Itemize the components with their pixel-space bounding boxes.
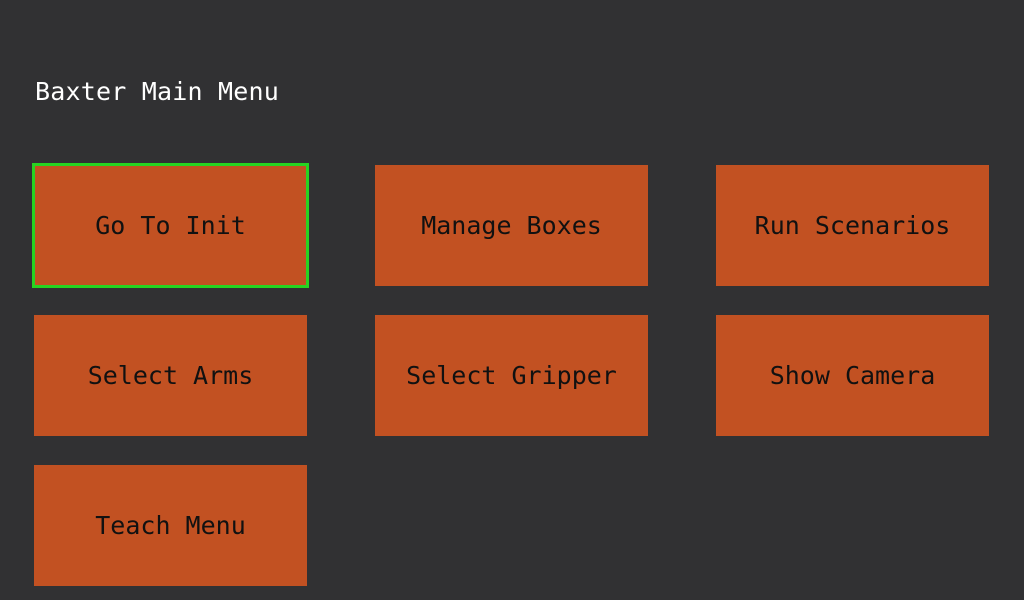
run-scenarios-button[interactable]: Run Scenarios (716, 165, 989, 286)
go-to-init-button[interactable]: Go To Init (32, 163, 309, 288)
show-camera-button[interactable]: Show Camera (716, 315, 989, 436)
manage-boxes-button[interactable]: Manage Boxes (375, 165, 648, 286)
page-title: Baxter Main Menu (35, 77, 280, 106)
teach-menu-button[interactable]: Teach Menu (34, 465, 307, 586)
select-gripper-button[interactable]: Select Gripper (375, 315, 648, 436)
select-arms-button[interactable]: Select Arms (34, 315, 307, 436)
